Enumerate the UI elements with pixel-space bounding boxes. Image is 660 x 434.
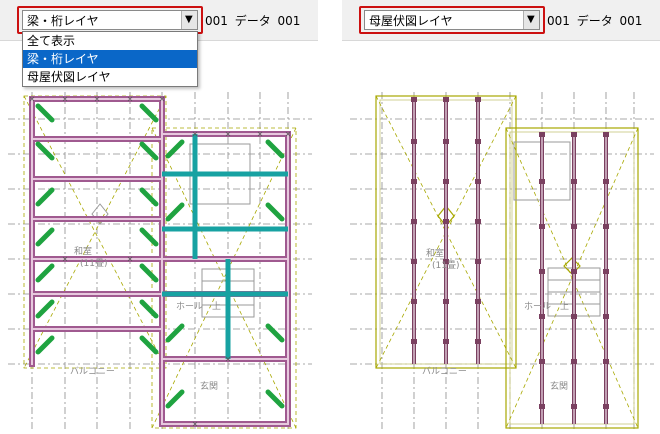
layer-combobox[interactable]: 母屋伏図レイヤ ▼ xyxy=(364,10,540,30)
layer-dropdown-list: 全て表示 梁・桁レイヤ 母屋伏図レイヤ xyxy=(22,31,198,87)
dropdown-item-all[interactable]: 全て表示 xyxy=(27,34,76,48)
room-label-hall: ホール xyxy=(176,301,203,312)
layer-combobox-value: 母屋伏図レイヤ xyxy=(369,14,453,28)
combobox-button[interactable]: ▼ xyxy=(181,11,197,29)
right-panel: 母屋伏図レイヤ ▼ 001 データ 001 xyxy=(342,0,660,434)
room-label-tatami: (11畳) xyxy=(80,258,107,269)
cyan-beams xyxy=(162,134,288,359)
room-label-hall: ホール xyxy=(524,301,551,312)
right-floor-plan-canvas[interactable]: 和室 (11畳) ホール 上 バルコニー 玄関 xyxy=(342,44,660,434)
dropdown-item-purlin-layer[interactable]: 母屋伏図レイヤ xyxy=(27,70,111,84)
room-label-balcony: バルコニー xyxy=(422,366,467,377)
purlin-joints xyxy=(411,97,609,409)
dropdown-arrow-icon: ▼ xyxy=(185,14,193,25)
status-text: 001 データ 001 xyxy=(205,14,301,28)
combobox-button[interactable]: ▼ xyxy=(523,11,539,29)
grid-lines xyxy=(350,92,654,429)
room-label-washitsu: 和室 xyxy=(74,245,92,257)
joint-marks xyxy=(29,96,291,427)
layer-combobox-value: 梁・桁レイヤ xyxy=(27,14,99,28)
purlin-members xyxy=(412,99,608,424)
status-text: 001 データ 001 xyxy=(547,14,643,28)
layer-combobox[interactable]: 梁・桁レイヤ ▼ xyxy=(22,10,198,30)
room-label-entrance: 玄関 xyxy=(200,380,218,392)
dropdown-item-beam-layer[interactable]: 梁・桁レイヤ xyxy=(23,50,197,68)
toolbar: 母屋伏図レイヤ ▼ 001 データ 001 xyxy=(342,0,660,41)
room-label-stairs-up: 上 xyxy=(560,301,569,312)
room-label-entrance: 玄関 xyxy=(550,380,568,392)
left-floor-plan-canvas[interactable]: 和室 (11畳) ホール 上 バルコニー 玄関 xyxy=(0,44,318,434)
highlight-box xyxy=(359,6,545,34)
brace-members xyxy=(35,103,285,409)
room-label-washitsu: 和室 xyxy=(426,247,444,259)
left-panel: 梁・桁レイヤ ▼ 001 データ 001 全て表示 梁・桁レイヤ 母屋伏図レイヤ xyxy=(0,0,318,434)
room-label-tatami: (11畳) xyxy=(432,260,459,271)
room-label-balcony: バルコニー xyxy=(70,366,115,377)
dropdown-arrow-icon: ▼ xyxy=(527,14,535,25)
room-label-stairs-up: 上 xyxy=(212,301,221,312)
